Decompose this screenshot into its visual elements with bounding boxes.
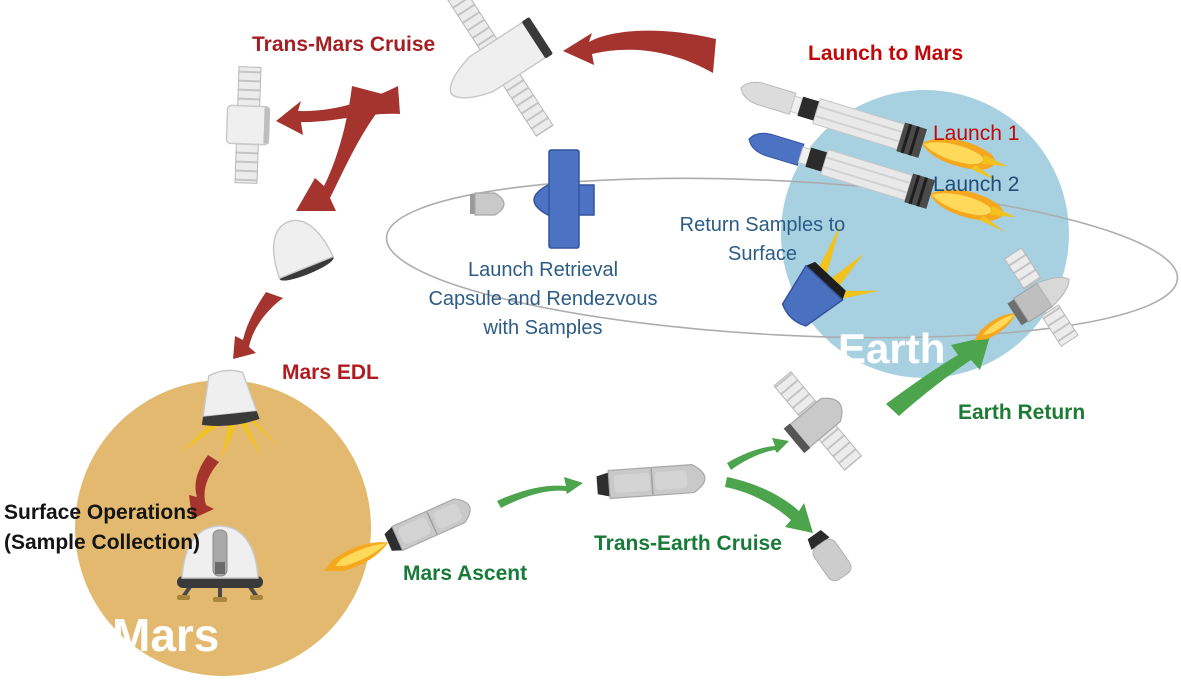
sample-capsule xyxy=(470,192,505,216)
payload-fairing xyxy=(740,81,797,115)
label-earth-return: Earth Return xyxy=(958,401,1086,424)
satellite-body xyxy=(225,104,271,146)
orbit-ellipse xyxy=(385,177,1179,339)
label-mars-edl: Mars EDL xyxy=(282,361,379,384)
relay-satellite xyxy=(225,66,271,184)
label-launch-1: Launch 1 xyxy=(933,122,1020,145)
capsule-body xyxy=(202,369,258,418)
label-trans-earth-cruise: Trans-Earth Cruise xyxy=(594,532,782,555)
nozzle xyxy=(807,530,830,550)
solar-panel xyxy=(234,142,259,184)
label-launch-2: Launch 2 xyxy=(933,173,1020,196)
arrow-mars-edl xyxy=(233,292,283,359)
label-mars-ascent: Mars Ascent xyxy=(403,562,528,585)
heat-shield xyxy=(805,261,846,300)
nozzle xyxy=(384,526,403,551)
label-launch-to-mars: Launch to Mars xyxy=(808,42,964,65)
sample-retrieval-craft xyxy=(533,149,595,249)
reentry-capsule-small xyxy=(807,530,852,582)
engine-ring xyxy=(783,423,811,454)
launch-1-rocket xyxy=(740,81,1008,181)
interstage xyxy=(805,147,828,172)
arrow-surface-descent xyxy=(189,455,219,519)
nozzle xyxy=(596,472,610,497)
craft-body xyxy=(788,397,843,450)
label-mars: Mars xyxy=(112,609,220,661)
arrow-trans-earth-lower xyxy=(725,477,813,533)
interstage xyxy=(797,96,820,121)
earth-return-craft xyxy=(773,371,863,471)
label-return-samples-to-surface: Return Samples to Surface xyxy=(679,214,846,265)
engine-ring xyxy=(522,17,553,58)
arrow-mars-ascent xyxy=(497,477,583,508)
label-earth: Earth xyxy=(838,325,946,372)
launch-2-rocket xyxy=(748,132,1016,232)
label-launch-retrieval: Launch Retrieval Capsule and Rendezvous … xyxy=(428,259,658,339)
spacecraft-body xyxy=(449,19,550,99)
payload-fairing-blue xyxy=(748,132,805,166)
solar-panel xyxy=(237,66,262,108)
mars-lander xyxy=(177,525,263,602)
label-trans-mars-cruise: Trans-Mars Cruise xyxy=(252,33,436,56)
entry-capsule xyxy=(272,219,335,281)
solar-panel xyxy=(1040,304,1079,347)
capsule-body xyxy=(272,219,335,280)
trans-earth-vehicle xyxy=(596,464,706,500)
capsule-body xyxy=(812,538,852,582)
trans-mars-spacecraft xyxy=(446,0,554,137)
return-capsule-blue xyxy=(781,224,880,327)
arrow-to-relay-satellite xyxy=(276,86,400,135)
capsule-body xyxy=(781,264,844,327)
nose-cone xyxy=(1036,276,1070,308)
orbit-satellite xyxy=(974,247,1079,347)
heat-shield xyxy=(201,411,260,426)
arrow-to-entry-capsule xyxy=(296,86,390,211)
arrow-trans-earth-upper xyxy=(727,438,789,470)
arrow-launch-to-mars xyxy=(563,30,716,73)
mars-ascent-rocket xyxy=(324,498,471,571)
solar-panel xyxy=(548,149,580,249)
arrow-earth-return xyxy=(886,336,990,416)
lander-base xyxy=(177,576,263,588)
label-surface-operations: Surface Operations (Sample Collection) xyxy=(4,501,201,554)
solar-panel xyxy=(1003,247,1042,290)
